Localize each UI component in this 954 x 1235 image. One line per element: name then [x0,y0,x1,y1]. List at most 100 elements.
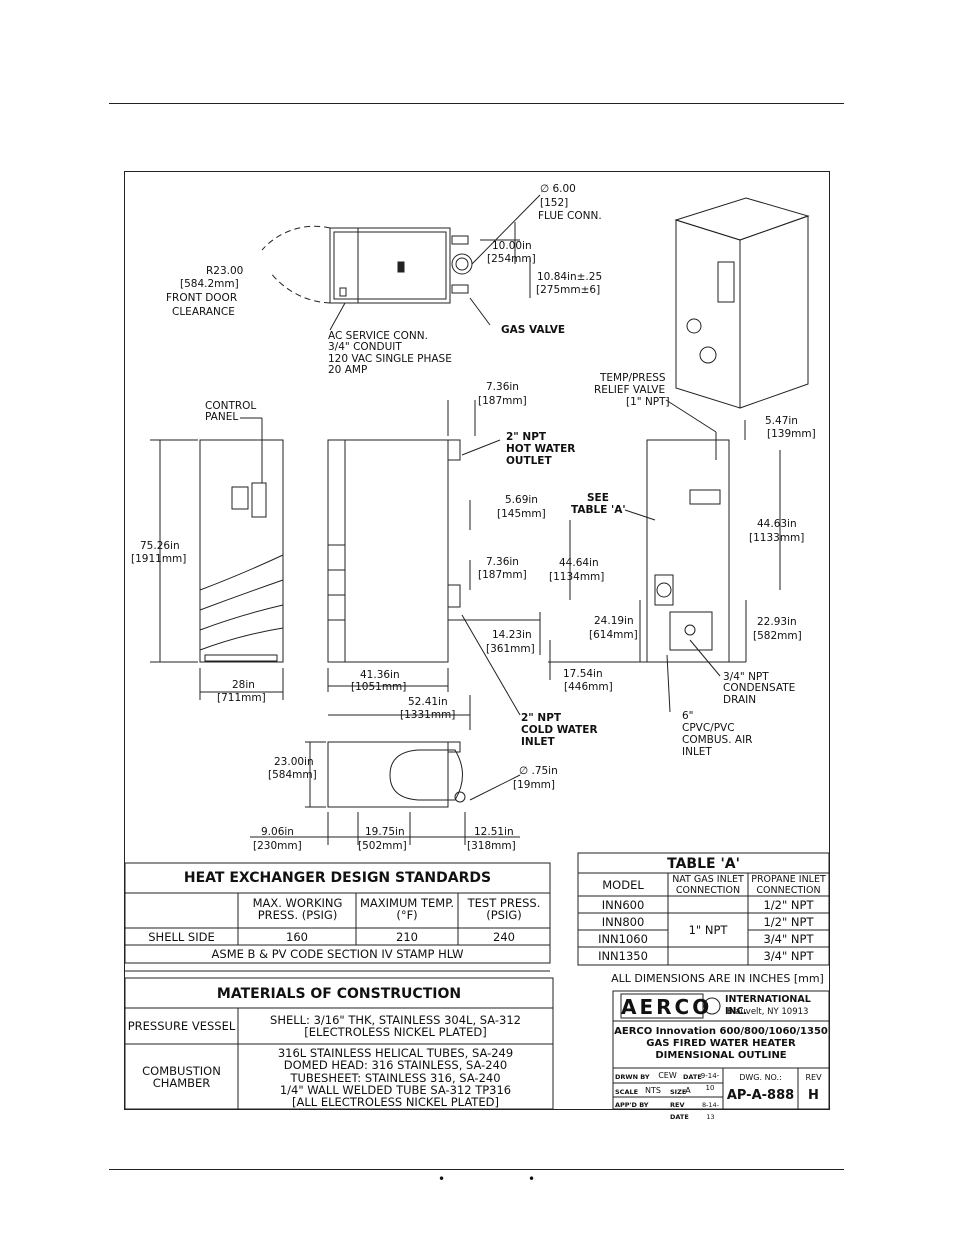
drawing-number: AP-A-888 [726,1088,795,1103]
table-a-model: INN800 [601,915,645,929]
materials-combustion-line-5: [ALL ELECTROLESS NICKEL PLATED] [292,1095,499,1109]
svg-text:INLET: INLET [521,736,556,748]
svg-text:SEE: SEE [587,492,609,504]
svg-text:[711mm]: [711mm] [217,692,266,704]
table-a-grid [577,852,830,966]
svg-text:52.41in: 52.41in [408,696,448,708]
svg-text:23.00in: 23.00in [274,756,314,768]
header-rule [109,103,844,104]
svg-text:[361mm]: [361mm] [486,643,535,655]
table-a-title: TABLE 'A' [667,856,740,872]
table-a-header-model: MODEL [602,878,644,892]
svg-text:[582mm]: [582mm] [753,630,802,642]
drawn-by-label: DRWN BY [615,1073,650,1081]
svg-text:[1" NPT]: [1" NPT] [626,396,670,408]
svg-text:75.26in: 75.26in [140,540,180,552]
materials-combustion-line-2: DOMED HEAD: 316 STAINLESS, SA-240 [283,1058,508,1072]
svg-text:[584mm]: [584mm] [268,769,317,781]
svg-text:INLET: INLET [682,746,712,758]
table-a-propane: 3/4" NPT [763,932,814,946]
svg-text:COMBUS. AIR: COMBUS. AIR [682,734,752,746]
svg-text:[19mm]: [19mm] [513,779,555,791]
heat-exchanger-title: HEAT EXCHANGER DESIGN STANDARDS [183,870,492,886]
svg-text:PANEL: PANEL [205,411,238,423]
svg-text:CPVC/PVC: CPVC/PVC [682,722,735,734]
svg-text:HOT WATER: HOT WATER [506,443,575,455]
svg-text:9.06in: 9.06in [261,826,294,838]
svg-text:10.00in: 10.00in [492,240,532,252]
heat-exchanger-col-max-temp: MAXIMUM TEMP. (°F) [360,896,454,922]
heat-exchanger-code: ASME B & PV CODE SECTION IV STAMP HLW [211,947,464,961]
svg-text:FLUE CONN.: FLUE CONN. [538,210,602,222]
revision-label: REV [805,1073,822,1082]
bottom-view-labels: 52.41in [1331mm] 23.00in [584mm] ∅ .75in… [253,696,558,852]
materials-pressure-vessel-label: PRESSURE VESSEL [127,1019,236,1033]
svg-text:20 AMP: 20 AMP [328,364,367,376]
svg-text:TABLE 'A': TABLE 'A' [571,504,626,516]
materials-pressure-vessel-line-2: [ELECTROLESS NICKEL PLATED] [304,1025,487,1039]
table-a-header-nat-gas-1: NAT GAS INLET [672,874,744,885]
heat-exchanger-value-max-press: 160 [286,930,308,944]
table-a-propane: 3/4" NPT [763,949,814,963]
heat-exchanger-col-max-press: MAX. WORKING PRESS. (PSIG) [252,896,343,922]
materials-title: MATERIALS OF CONSTRUCTION [216,986,462,1002]
scale-label: SCALE [615,1088,639,1096]
svg-text:[502mm]: [502mm] [358,840,407,852]
heat-exchanger-col-test-press: TEST PRESS. (PSIG) [467,896,541,922]
svg-text:CONDENSATE: CONDENSATE [723,682,795,694]
svg-text:[230mm]: [230mm] [253,840,302,852]
rev-date-value: 8-14-13 [701,1101,720,1121]
svg-text:∅ 6.00: ∅ 6.00 [540,183,576,195]
flue-label: ∅ 6.00 [152] FLUE CONN. 10.00in [254mm] … [166,183,602,376]
side-view-labels: 7.36in [187mm] 2" NPT HOT WATER OUTLET 5… [351,381,598,748]
svg-text:22.93in: 22.93in [757,616,797,628]
materials-grid [124,977,554,1110]
svg-text:[446mm]: [446mm] [564,681,613,693]
materials-pressure-vessel-line-1: SHELL: 3/16" THK, STAINLESS 304L, SA-312 [270,1013,521,1027]
svg-text:7.36in: 7.36in [486,556,519,568]
svg-text:[318mm]: [318mm] [467,840,516,852]
table-a-propane: 1/2" NPT [763,898,814,912]
table-a-model: INN600 [601,898,645,912]
svg-text:[1051mm]: [1051mm] [351,681,406,693]
rear-view-labels: TEMP/PRESS RELIEF VALVE [1" NPT] 5.47in … [549,372,816,758]
svg-text:44.63in: 44.63in [757,518,797,530]
svg-text:[254mm]: [254mm] [487,253,536,265]
aerco-logo: AERCO [621,995,713,1019]
svg-text:2" NPT: 2" NPT [506,431,547,443]
bottom-view [250,741,521,845]
date-value: 9-14-10 [700,1072,720,1092]
svg-text:3/4" NPT: 3/4" NPT [723,671,769,683]
svg-text:CLEARANCE: CLEARANCE [172,306,235,318]
table-a-propane: 1/2" NPT [763,915,814,929]
svg-text:41.36in: 41.36in [360,669,400,681]
date-label: DATE [683,1073,702,1081]
svg-text:5.47in: 5.47in [765,415,798,427]
footer-rule [109,1169,844,1170]
table-a-header-propane-2: CONNECTION [756,885,821,896]
svg-text:[152]: [152] [540,197,568,209]
svg-text:120 VAC SINGLE PHASE: 120 VAC SINGLE PHASE [328,353,452,365]
svg-text:OUTLET: OUTLET [506,455,552,467]
svg-text:[1911mm]: [1911mm] [131,553,186,565]
svg-text:28in: 28in [232,679,255,691]
company-city: Blauvelt, NY 10913 [727,1007,809,1017]
svg-text:R23.00: R23.00 [206,265,243,277]
svg-text:[139mm]: [139mm] [767,428,816,440]
svg-text:7.36in: 7.36in [486,381,519,393]
svg-text:[1133mm]: [1133mm] [749,532,804,544]
isometric-view [674,197,810,409]
svg-text:∅ .75in: ∅ .75in [519,765,558,777]
side-view [327,400,541,730]
svg-text:FRONT DOOR: FRONT DOOR [166,292,237,304]
table-a-model: INN1350 [598,949,648,963]
svg-text:[584.2mm]: [584.2mm] [180,278,239,290]
svg-text:TEMP/PRESS: TEMP/PRESS [599,372,666,384]
table-a-header-nat-gas-2: CONNECTION [675,885,741,896]
title-block-grid [612,990,830,1110]
svg-text:10.84in±.25: 10.84in±.25 [537,271,602,283]
materials-combustion-label-1: COMBUSTION [142,1064,221,1078]
heat-exchanger-row-shell-side: SHELL SIDE [148,930,215,944]
svg-text:12.51in: 12.51in [474,826,514,838]
